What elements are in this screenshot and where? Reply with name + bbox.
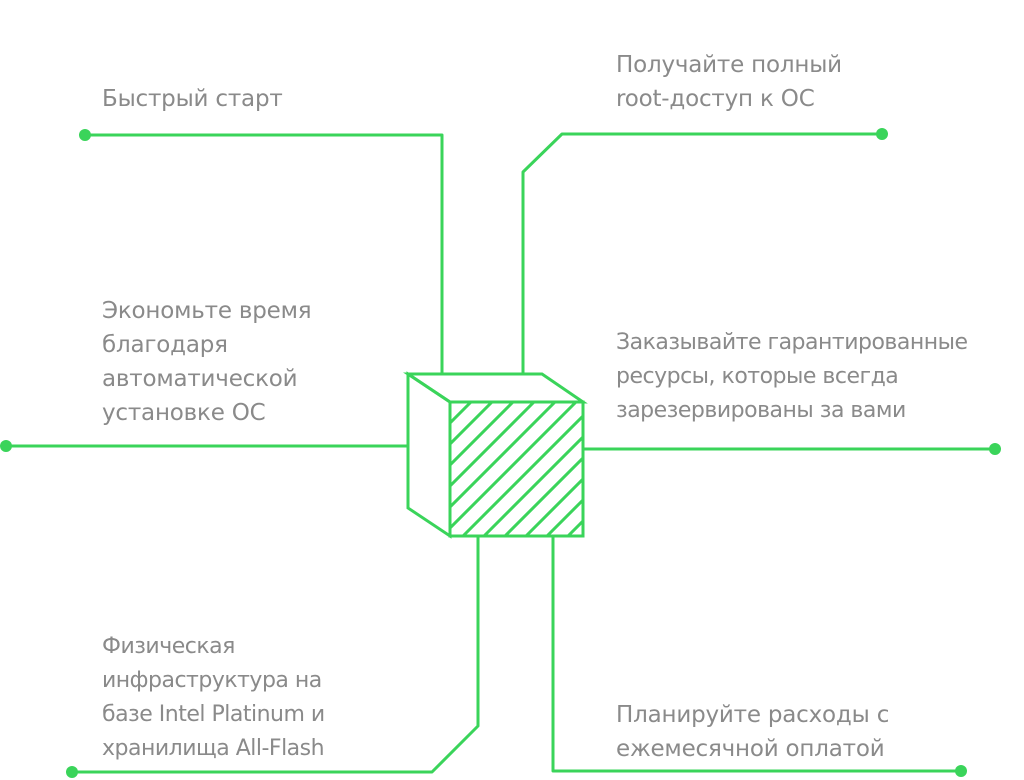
feature-quick-start-line: Быстрый старт bbox=[102, 86, 283, 112]
endpoint-dot-monthly-payment bbox=[955, 765, 967, 777]
hatch-line bbox=[461, 413, 583, 536]
feature-root-access: Получайте полный root-доступ к ОС bbox=[616, 48, 842, 116]
cube-icon bbox=[403, 371, 588, 539]
cube-front-face bbox=[448, 400, 585, 538]
feature-auto-install-line: благодаря bbox=[102, 332, 228, 358]
feature-guaranteed-resources-line: зарезервированы за вами bbox=[616, 398, 906, 423]
feature-infrastructure: Физическая инфраструктура на базе Intel … bbox=[102, 630, 325, 766]
connector-quick-start bbox=[85, 133, 444, 374]
feature-guaranteed-resources: Заказывайте гарантированные ресурсы, кот… bbox=[616, 326, 968, 428]
feature-root-access-line: Получайте полный bbox=[616, 52, 842, 78]
endpoint-dot-auto-install bbox=[0, 440, 12, 452]
feature-infrastructure-line: инфраструктура на bbox=[102, 668, 322, 693]
feature-guaranteed-resources-line: ресурсы, которые всегда bbox=[616, 364, 899, 389]
feature-monthly-payment: Планируйте расходы с ежемесячной оплатой bbox=[616, 698, 889, 766]
endpoint-dot-infrastructure bbox=[66, 766, 78, 778]
hatch-line bbox=[524, 476, 583, 536]
hatch-line bbox=[482, 434, 583, 536]
connector-root-access bbox=[521, 132, 882, 374]
hatch-line bbox=[503, 455, 583, 536]
feature-root-access-line: root-доступ к ОС bbox=[616, 86, 815, 112]
feature-infrastructure-line: базе Intel Platinum и bbox=[102, 702, 325, 727]
feature-infrastructure-line: Физическая bbox=[102, 634, 235, 659]
cube-front-hatching bbox=[450, 402, 583, 536]
hatch-line bbox=[545, 497, 583, 536]
feature-quick-start: Быстрый старт bbox=[102, 82, 283, 116]
hatch-line bbox=[450, 402, 536, 489]
hatch-line bbox=[450, 402, 578, 531]
connector-monthly-payment bbox=[551, 536, 961, 773]
feature-infrastructure-line: хранилища All-Flash bbox=[102, 736, 325, 761]
hatch-line bbox=[450, 402, 557, 510]
feature-auto-install-line: автоматической bbox=[102, 366, 298, 392]
feature-auto-install: Экономьте время благодаря автоматической… bbox=[102, 294, 312, 430]
hatch-line bbox=[450, 402, 452, 405]
feature-monthly-payment-line: Планируйте расходы с bbox=[616, 702, 890, 728]
hatch-line bbox=[450, 402, 494, 447]
feature-auto-install-line: Экономьте время bbox=[102, 298, 312, 324]
feature-guaranteed-resources-line: Заказывайте гарантированные bbox=[616, 330, 968, 355]
endpoint-dot-root-access bbox=[876, 128, 888, 140]
feature-auto-install-line: установке ОС bbox=[102, 400, 266, 426]
endpoint-dot-guaranteed-resources bbox=[989, 443, 1001, 455]
connector-infrastructure bbox=[72, 536, 480, 774]
endpoint-dot-quick-start bbox=[79, 129, 91, 141]
feature-monthly-payment-line: ежемесячной оплатой bbox=[616, 736, 885, 762]
hatch-line bbox=[450, 402, 515, 468]
cube-top-face bbox=[403, 372, 588, 404]
